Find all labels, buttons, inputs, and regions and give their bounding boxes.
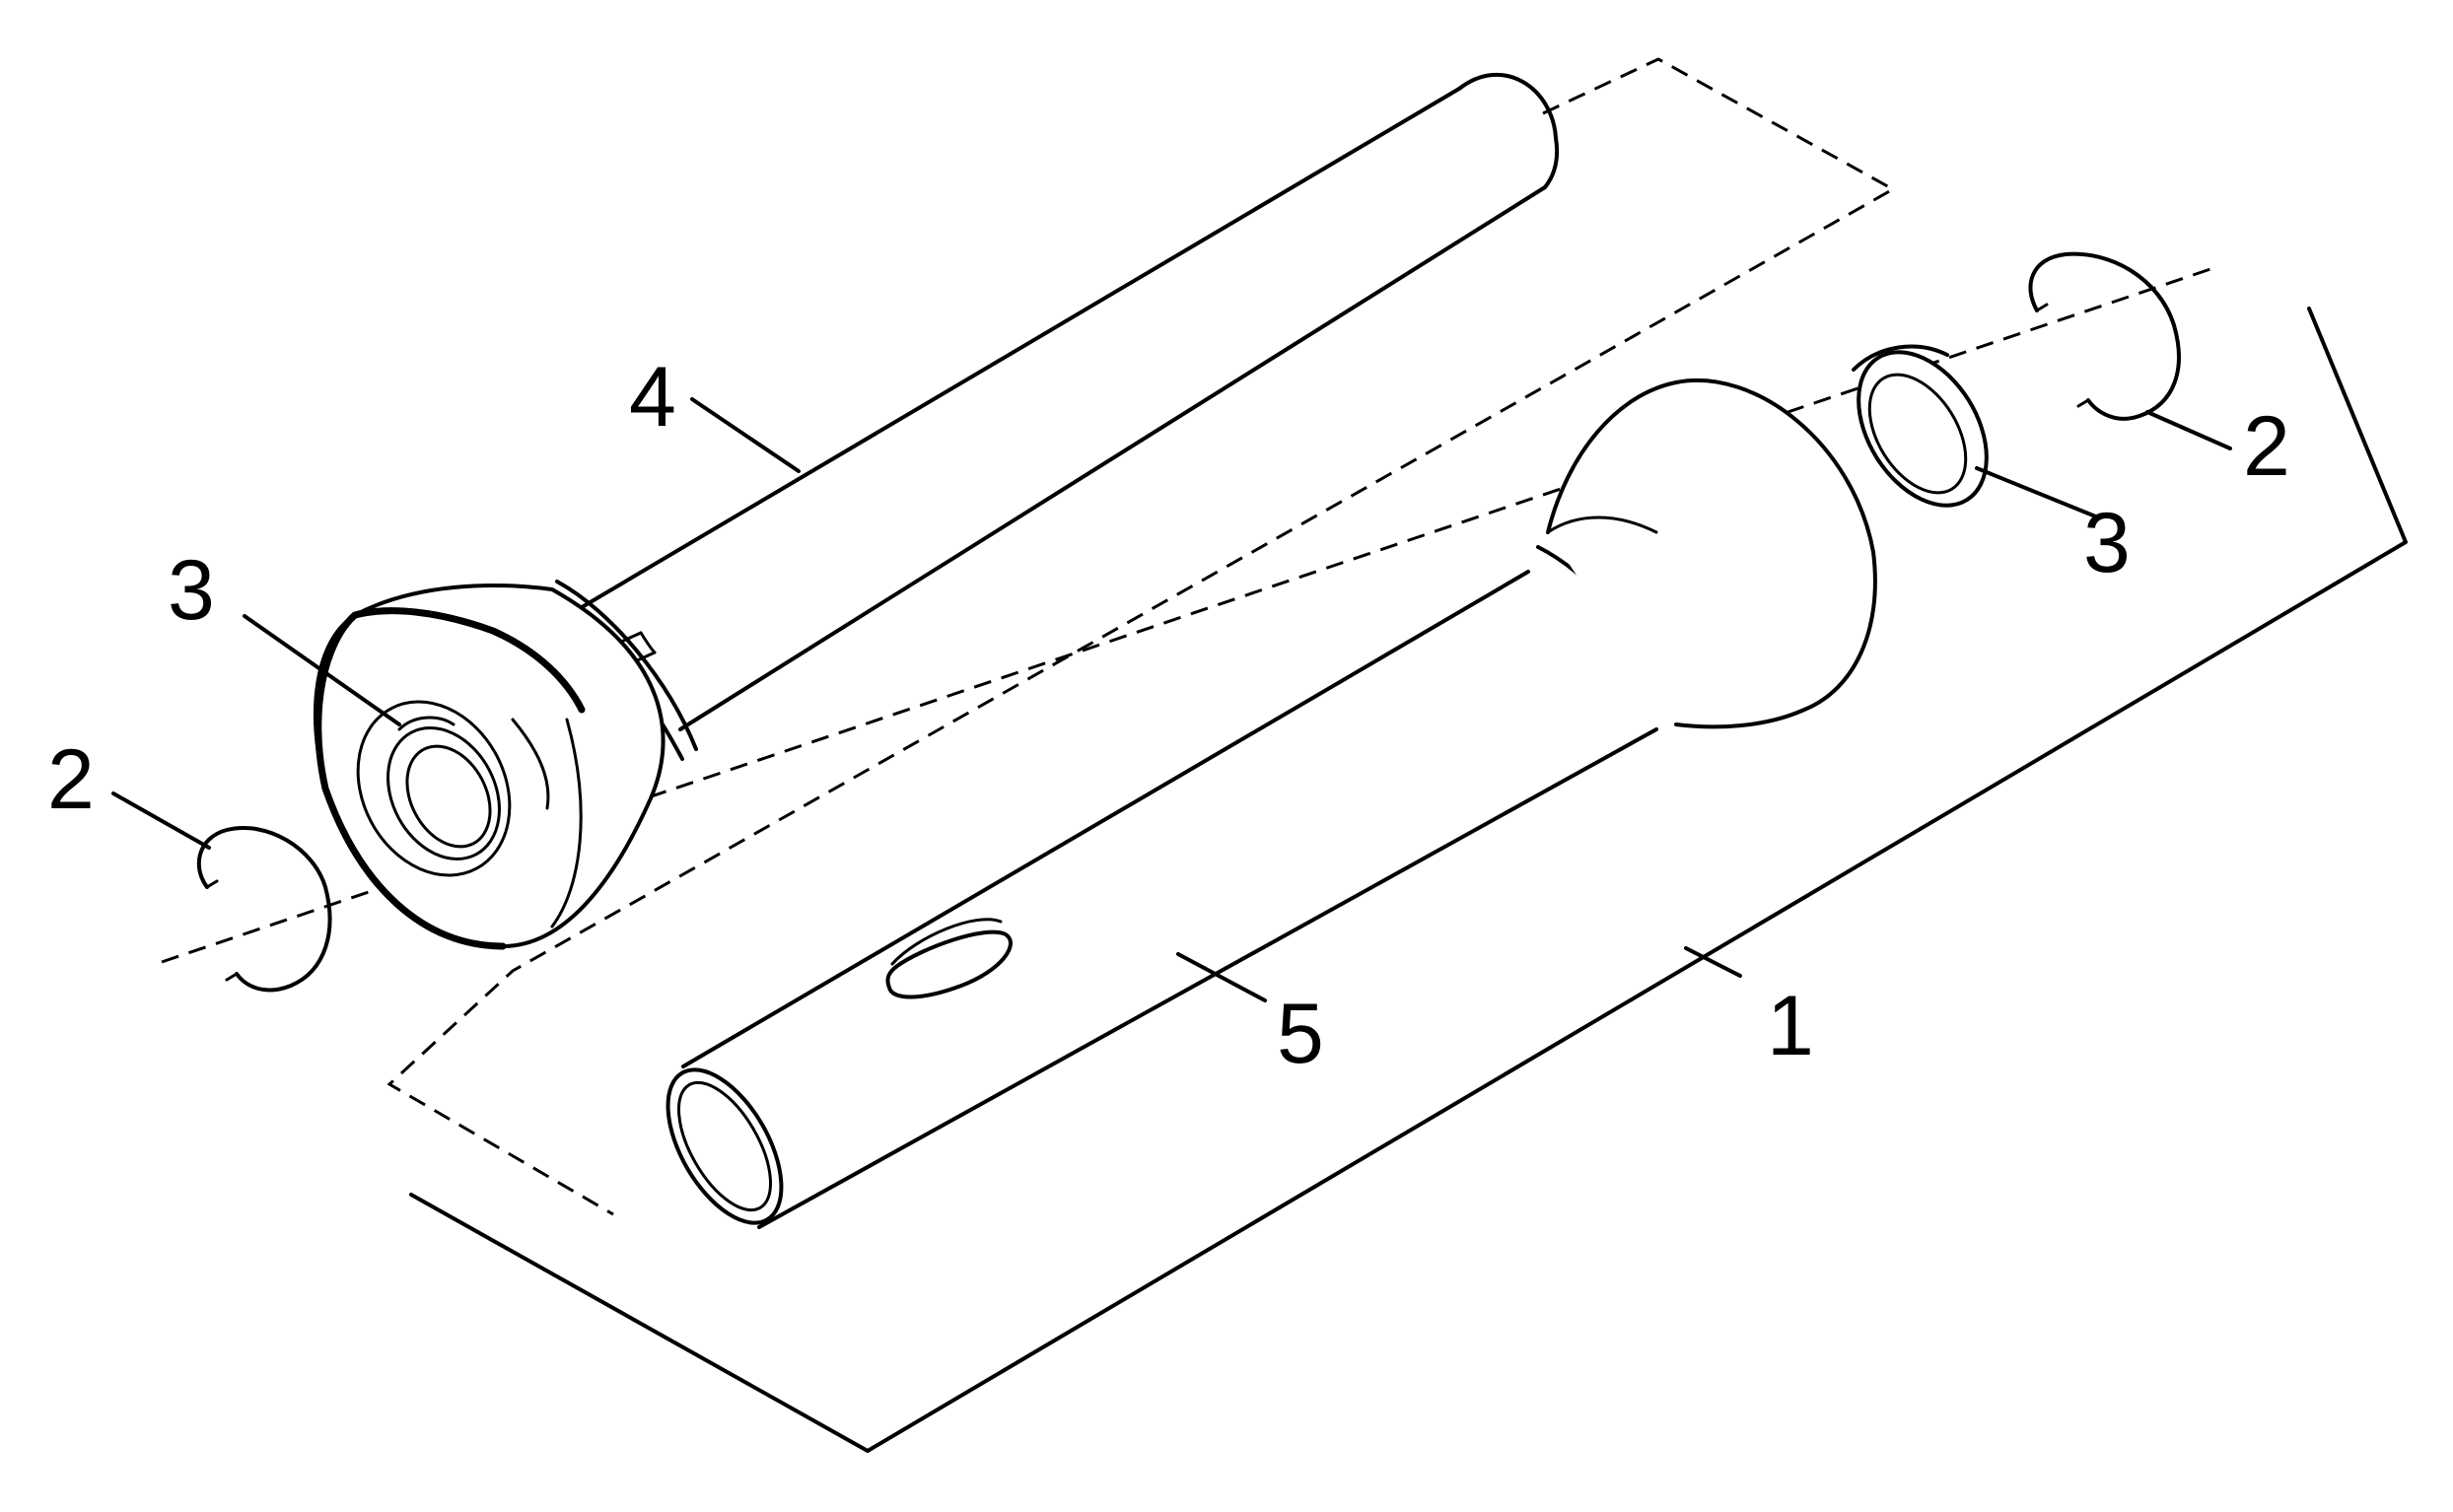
leader-line-5 <box>1176 952 1267 1002</box>
callout-label-4: 4 <box>629 350 676 445</box>
callout-label-3-right: 3 <box>2083 496 2131 590</box>
leader-line-2-left <box>111 791 211 850</box>
callout-label-2-right: 2 <box>2243 399 2290 494</box>
leader-line-3-right <box>1975 466 2100 519</box>
callout-label-3-left: 3 <box>168 543 215 638</box>
callout-label-1: 1 <box>1767 979 1814 1073</box>
assembly-bracket <box>409 307 2408 1453</box>
leader-line-3-left <box>243 614 401 726</box>
leader-line-4 <box>690 397 801 473</box>
retaining-ring-right <box>2028 251 2181 421</box>
callout-label-2-left: 2 <box>47 732 95 827</box>
outer-shaft <box>314 72 1560 950</box>
leader-line-1 <box>1684 946 1742 978</box>
retaining-ring-left <box>196 826 332 993</box>
leader-line-2-right <box>2145 410 2232 450</box>
inner-shaft <box>666 378 1877 1229</box>
callout-label-5: 5 <box>1277 987 1324 1081</box>
explode-outline <box>386 57 1897 1216</box>
bearing-right <box>1852 344 1989 508</box>
